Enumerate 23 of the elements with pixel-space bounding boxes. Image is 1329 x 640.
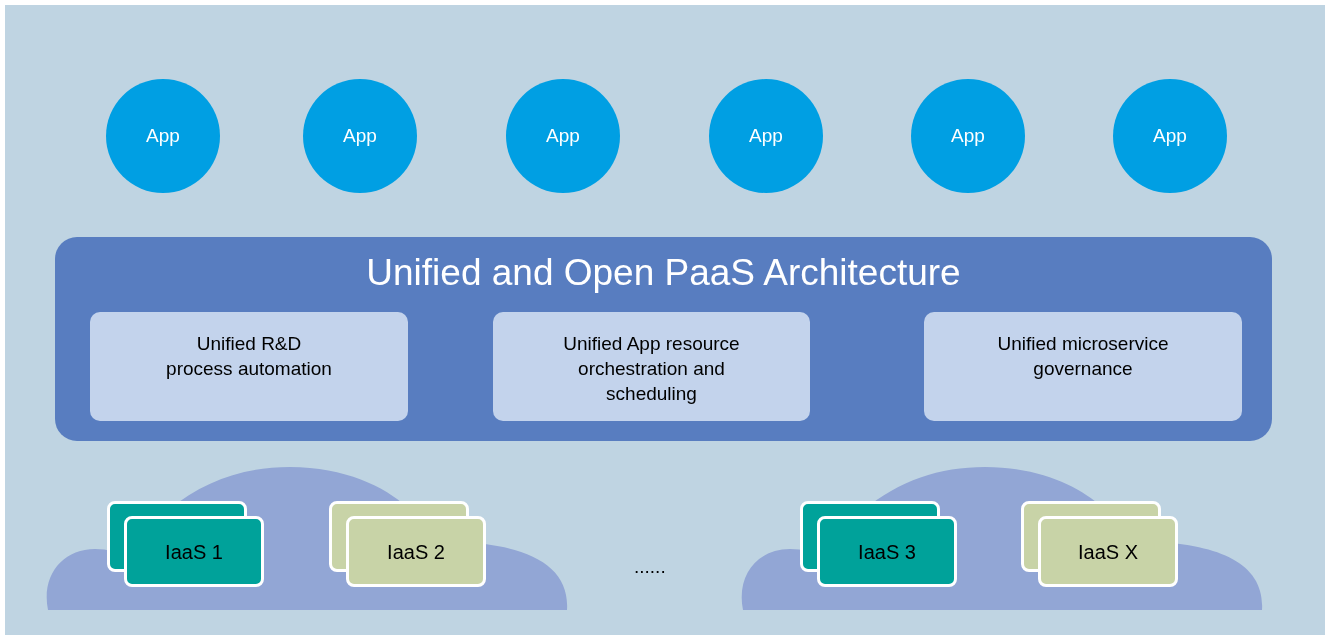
node-label: App — [749, 124, 783, 148]
ellipsis-text: ...... — [634, 556, 666, 578]
node-label: App — [546, 124, 580, 148]
node-label: App — [951, 124, 985, 148]
capability-box — [90, 312, 408, 421]
node-label: IaaS X — [1077, 539, 1138, 564]
node-label: IaaS 3 — [858, 539, 916, 564]
node-label: IaaS 1 — [165, 539, 223, 564]
node-label: Unified App resource orchestration and scheduling — [562, 332, 741, 406]
stacked-cards — [1021, 501, 1178, 587]
node-label: App — [1153, 124, 1187, 148]
platform-panel — [55, 237, 1272, 441]
node-label: IaaS 2 — [387, 539, 445, 564]
node-label: App — [343, 124, 377, 148]
capability-box — [493, 312, 810, 421]
panel-title: Unified and Open PaaS Architecture — [366, 251, 961, 295]
node-label: App — [146, 124, 180, 148]
stacked-cards — [107, 501, 264, 587]
node-label: Unified microservice governance — [996, 332, 1170, 381]
capability-box — [924, 312, 1242, 421]
node-label: Unified R&D process automation — [165, 332, 333, 381]
stacked-cards — [329, 501, 486, 587]
stacked-cards — [800, 501, 957, 587]
